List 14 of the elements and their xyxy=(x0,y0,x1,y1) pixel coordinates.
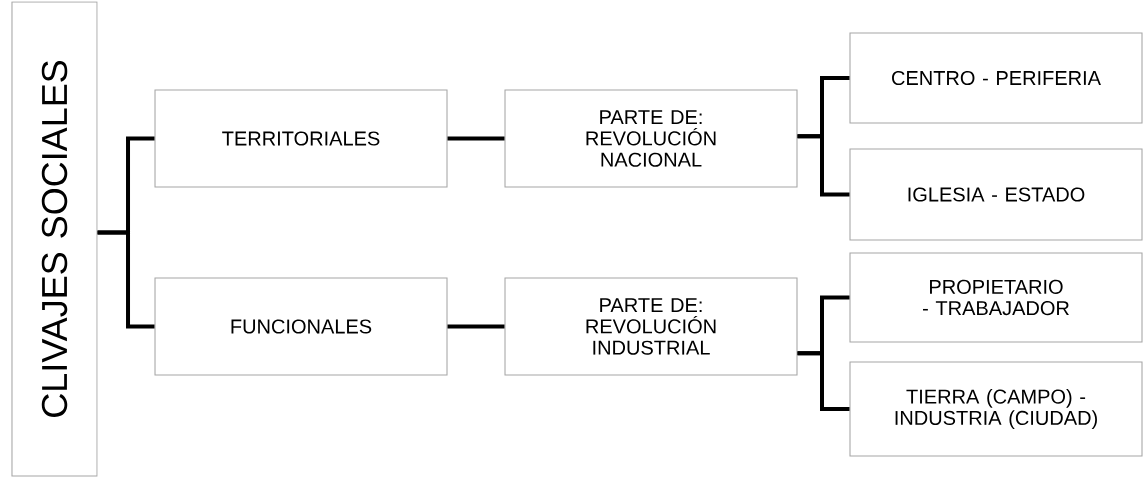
label-box: TERRITORIALES xyxy=(154,89,448,188)
connector-line xyxy=(97,230,155,329)
label-box: IGLESIA - ESTADO xyxy=(849,148,1143,241)
connector-line xyxy=(797,134,850,197)
label-box: PARTE DE: REVOLUCIÓN INDUSTRIAL xyxy=(504,277,798,376)
label-box: PROPIETARIO - TRABAJADOR xyxy=(849,252,1143,343)
connector-line xyxy=(447,324,505,329)
label-box: TIERRA (CAMPO) - INDUSTRIA (CIUDAD) xyxy=(849,361,1143,457)
label-box: FUNCIONALES xyxy=(154,277,448,376)
label-box: PARTE DE: REVOLUCIÓN NACIONAL xyxy=(504,89,798,188)
connector-line xyxy=(447,136,505,141)
connector-line xyxy=(797,351,850,411)
label-box: CENTRO - PERIFERIA xyxy=(849,32,1143,124)
label-box: CLIVAJES SOCIALES xyxy=(11,1,98,477)
